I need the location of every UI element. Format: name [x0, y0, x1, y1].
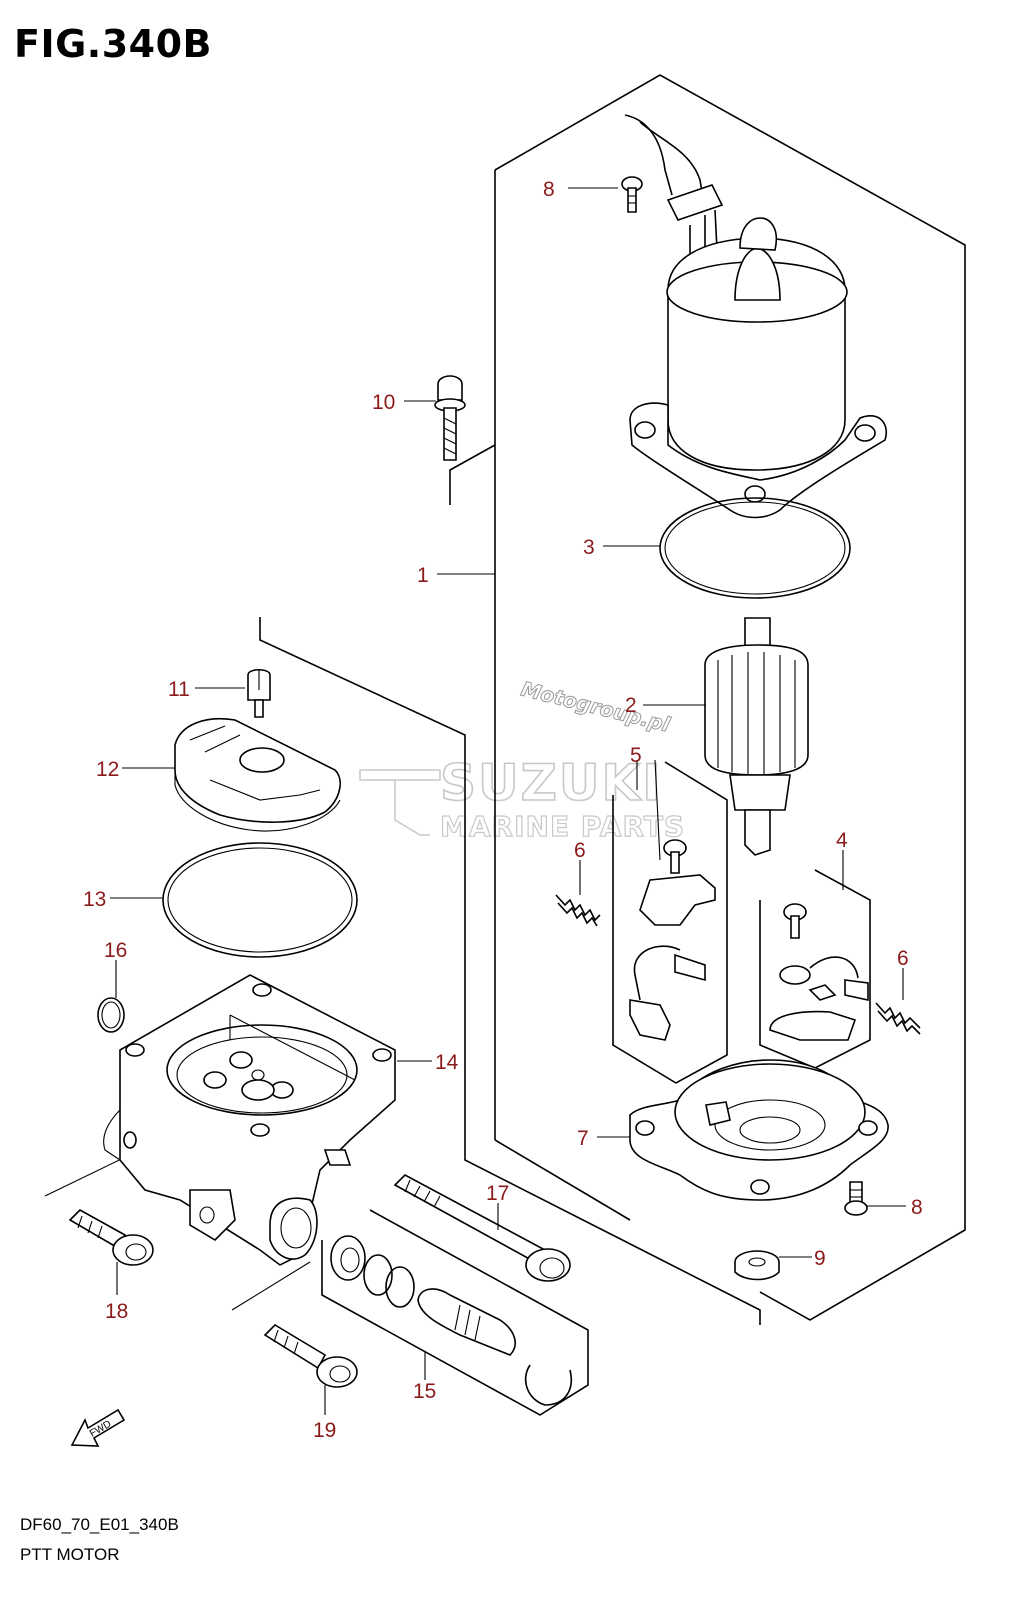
callout-8-bottom: 8: [911, 1196, 923, 1219]
callout-7: 7: [577, 1127, 589, 1150]
callout-15: 15: [413, 1380, 436, 1403]
part-armature-2: [704, 617, 809, 856]
watermark-brand: SUZUKI: [440, 754, 663, 812]
callout-4: 4: [836, 829, 848, 852]
part-screw-8-top: [621, 176, 643, 213]
callout-2: 2: [625, 694, 637, 717]
callout-17: 17: [486, 1182, 509, 1205]
callouts: 8 10 3 1 2 5 6 4 6 7 8 9 11 12 13 16 14 …: [83, 178, 923, 1442]
callout-19: 19: [313, 1419, 336, 1442]
watermark-site: Motogroup.pl: [519, 677, 674, 737]
part-cover-plate-12: [174, 718, 341, 832]
part-bolt-18: [68, 1209, 154, 1266]
figure-code: DF60_70_E01_340B: [20, 1515, 179, 1534]
part-oring-16: [97, 997, 125, 1033]
callout-14: 14: [435, 1051, 459, 1074]
watermark-sub: MARINE PARTS: [440, 810, 685, 843]
callout-16: 16: [104, 939, 127, 962]
part-motor-1: [624, 114, 887, 519]
part-pin-11: [247, 668, 271, 718]
callout-8-top: 8: [543, 178, 555, 201]
part-valve-group-15: [321, 1209, 589, 1416]
watermark-outboard-icon: [359, 769, 441, 836]
part-oring-3: [659, 497, 851, 599]
callout-5: 5: [630, 744, 642, 767]
part-bolt-10: [434, 375, 466, 461]
callout-10: 10: [372, 391, 395, 414]
callout-6-left: 6: [574, 839, 586, 862]
callout-1: 1: [417, 564, 429, 587]
figure-title: FIG.340B: [14, 22, 213, 66]
part-brush-holder-4: [759, 869, 871, 1069]
part-washer-9: [734, 1250, 780, 1281]
part-bolt-17: [393, 1174, 571, 1282]
part-screw-8-bottom: [844, 1181, 868, 1216]
assembly-outline-1: [449, 74, 966, 1321]
callout-11: 11: [168, 678, 190, 701]
part-pump-body-14: [103, 974, 396, 1266]
callout-6-right: 6: [897, 947, 909, 970]
part-spring-6-left: [555, 894, 601, 927]
part-end-cap-7: [629, 1059, 889, 1201]
part-brush-holder-5: [612, 759, 728, 1084]
figure-name: PTT MOTOR: [20, 1545, 120, 1564]
leader-lines: [110, 187, 906, 1415]
callout-12: 12: [96, 758, 119, 781]
part-spring-6-right: [875, 1002, 921, 1035]
callout-18: 18: [105, 1300, 128, 1323]
callout-9: 9: [814, 1247, 826, 1270]
callout-13: 13: [83, 888, 106, 911]
fwd-label: FWD: [88, 1419, 113, 1440]
part-oring-13: [162, 842, 358, 958]
fwd-arrow-icon: FWD: [70, 1408, 126, 1447]
part-bolt-19: [263, 1323, 358, 1388]
callout-3: 3: [583, 536, 595, 559]
